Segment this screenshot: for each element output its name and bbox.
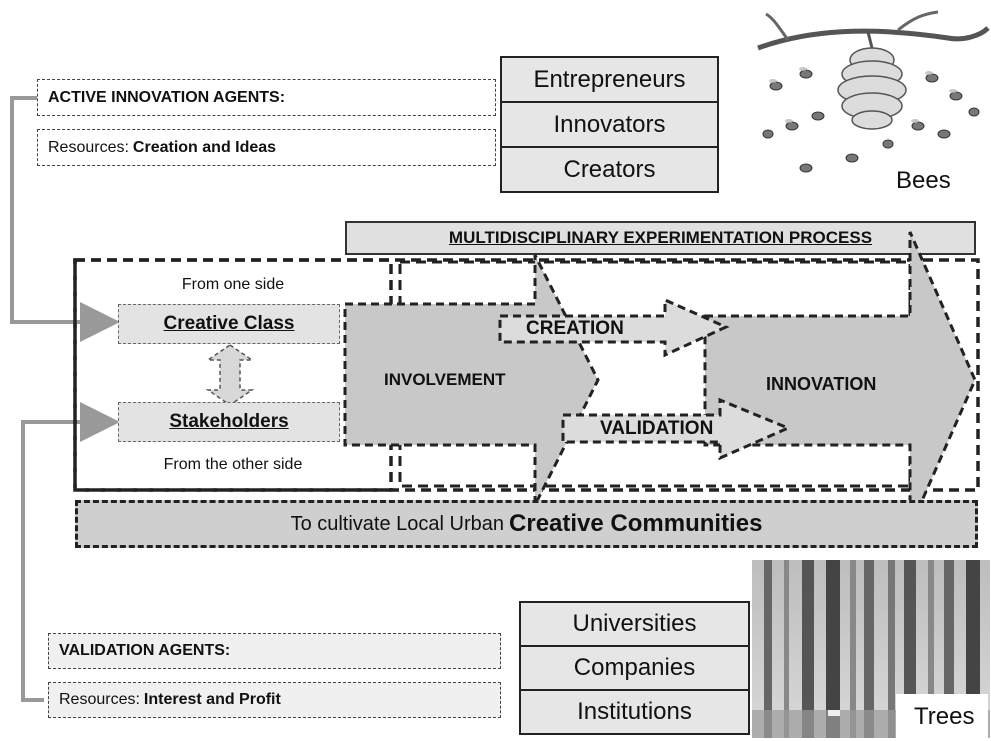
involvement-label: INVOLVEMENT — [384, 370, 506, 389]
from-other-side-note: From the other side — [163, 456, 303, 473]
active-agents-resources-box: Resources: Creation and Ideas — [37, 129, 496, 166]
left-group-frame — [73, 258, 393, 492]
active-agents-resources-prefix: Resources: — [48, 138, 129, 156]
bees-illustration — [757, 10, 990, 173]
trees-stack-companies: Companies — [519, 645, 750, 691]
trees-stack-institutions: Institutions — [519, 689, 750, 735]
creative-class-label: Creative Class — [163, 313, 295, 334]
bees-stack-entrepreneurs: Entrepreneurs — [500, 56, 719, 103]
beehive-icon — [837, 47, 907, 130]
process-title: MULTIDISCIPLINARY EXPERIMENTATION PROCES… — [345, 221, 976, 255]
validation-agents-title: VALIDATION AGENTS: — [59, 642, 231, 659]
validation-agents-resources-value: Interest and Profit — [143, 691, 281, 708]
creation-arrow — [498, 297, 730, 358]
innovation-label: INNOVATION — [766, 374, 877, 394]
trees-stack-universities: Universities — [519, 601, 750, 647]
bee-icons — [762, 69, 980, 173]
creative-communities-bar: To cultivate Local Urban Creative Commun… — [75, 500, 978, 548]
from-one-side-note: From one side — [181, 276, 285, 293]
active-agents-title-box: ACTIVE INNOVATION AGENTS: — [37, 79, 496, 116]
creative-communities-emphasis: Creative Communities — [509, 510, 763, 537]
connector-validation-to-stakeholders — [21, 402, 120, 702]
bees-stack-innovators: Innovators — [500, 101, 719, 148]
validation-label: VALIDATION — [600, 418, 714, 439]
creation-label: CREATION — [526, 318, 624, 339]
bees-stack-creators: Creators — [500, 146, 719, 193]
creative-communities-prefix: To cultivate Local Urban — [290, 512, 505, 535]
bidirectional-arrow — [205, 344, 255, 406]
stakeholders-box: Stakeholders — [118, 402, 340, 442]
trees-caption: Trees — [914, 703, 975, 730]
stakeholders-label: Stakeholders — [169, 411, 289, 432]
creative-class-box: Creative Class — [118, 304, 340, 344]
validation-agents-resources-prefix: Resources: — [59, 691, 140, 708]
validation-arrow — [561, 397, 792, 461]
active-agents-resources-value: Creation and Ideas — [132, 138, 277, 156]
innovation-arrow — [703, 231, 977, 529]
validation-agents-resources-box: Resources: Interest and Profit — [48, 682, 501, 718]
validation-agents-title-box: VALIDATION AGENTS: — [48, 633, 501, 669]
trees-caption-backdrop — [896, 694, 988, 738]
active-agents-title: ACTIVE INNOVATION AGENTS: — [48, 88, 286, 106]
connector-active-to-creative — [10, 96, 120, 342]
tree-trunks-icon — [764, 560, 980, 738]
bees-caption: Bees — [896, 167, 951, 194]
